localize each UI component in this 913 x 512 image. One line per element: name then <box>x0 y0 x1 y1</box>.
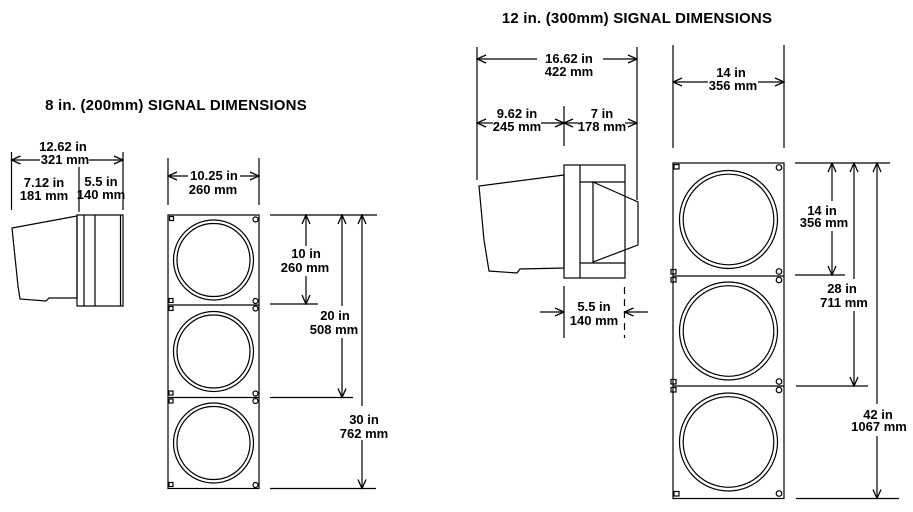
lens-inner <box>176 222 251 298</box>
lens-outer <box>678 281 779 381</box>
screw-slots-12in <box>670 163 783 497</box>
lens-inner <box>682 396 775 488</box>
dim-12in-body-mm: 140 mm <box>570 313 618 328</box>
screw-slot <box>775 276 783 284</box>
dim-12in-front-width: 14 in 356 mm <box>673 45 784 148</box>
dim-8in-three-sections-mm: 762 mm <box>340 426 388 441</box>
housing-outline <box>563 164 626 279</box>
dim-12in-overall-mm: 422 mm <box>545 64 593 79</box>
dim-8in-visor-in: 7.12 in <box>24 175 65 190</box>
dim-12in-door-in: 7 in <box>591 106 613 121</box>
dim-8in-visor-mm: 181 mm <box>20 188 68 203</box>
dim-8in-width-in: 10.25 in <box>190 168 238 183</box>
screw-slot <box>168 481 174 488</box>
screw-slot <box>252 481 259 489</box>
screw-slot <box>670 276 677 283</box>
dim-8in-front-width: 10.25 in 260 mm <box>168 158 259 205</box>
dim-8in-split-depths: 7.12 in 181 mm 5.5 in 140 mm <box>20 167 125 212</box>
screw-slot <box>775 268 783 275</box>
screw-slot <box>775 386 783 394</box>
front-view-8in <box>167 214 260 490</box>
screw-slot <box>775 490 783 497</box>
dim-12in-visor-mm: 245 mm <box>493 119 541 134</box>
screw-slot <box>670 378 677 385</box>
dim-8in-housing-mm: 140 mm <box>77 187 125 202</box>
lens-inner <box>176 314 251 389</box>
lens-inner <box>682 285 775 377</box>
front-view-12in <box>670 162 785 500</box>
dim-12in-body-depth: 5.5 in 140 mm <box>540 286 648 338</box>
dim-8in-housing-in: 5.5 in <box>84 174 117 189</box>
lens-inner <box>682 173 775 266</box>
screw-slot <box>252 297 259 305</box>
lens-outer <box>678 392 779 492</box>
lens-outer <box>172 219 255 301</box>
screw-slot <box>775 164 783 171</box>
title-12in: 12 in. (300mm) SIGNAL DIMENSIONS <box>502 10 772 27</box>
screw-slot <box>252 390 259 397</box>
lens-inner <box>176 405 251 481</box>
dim-8in-heights: 10 in 260 mm 20 in 508 mm 30 in 762 mm <box>270 215 388 489</box>
dim-12in-width-mm: 356 mm <box>709 78 757 93</box>
screw-slot <box>673 490 680 497</box>
dim-8in-overall-depth: 12.62 in 321 mm <box>12 139 124 210</box>
housing-outline <box>76 214 124 307</box>
screw-slot <box>168 215 175 222</box>
dim-8in-overall-in: 12.62 in <box>39 139 87 154</box>
dim-12in-width-in: 14 in <box>716 65 746 80</box>
visor-outline <box>11 215 78 302</box>
screw-slot <box>670 268 677 275</box>
dim-12in-two-sections-mm: 711 mm <box>820 295 868 310</box>
visor-outline <box>478 174 565 274</box>
screw-slot <box>670 386 677 393</box>
dim-12in-one-section-mm: 356 mm <box>800 215 848 230</box>
title-8in: 8 in. (200mm) SIGNAL DIMENSIONS <box>45 97 307 114</box>
dim-8in-one-section-in: 10 in <box>291 246 321 261</box>
signal-body-outline <box>167 214 260 490</box>
lens-outer <box>172 402 255 484</box>
screw-slot <box>168 390 174 396</box>
screw-slots-8in <box>168 215 259 489</box>
screw-slot <box>168 305 174 312</box>
dim-8in-two-sections-mm: 508 mm <box>310 322 358 337</box>
lens-outer <box>678 169 779 270</box>
dim-8in-overall-mm: 321 mm <box>41 152 89 167</box>
dim-12in-overall-in: 16.62 in <box>545 51 593 66</box>
dim-12in-three-sections-mm: 1067 mm <box>851 419 907 434</box>
diagram-8in: 8 in. (200mm) SIGNAL DIMENSIONS 12.62 in… <box>11 97 388 490</box>
lens-outer <box>172 310 255 393</box>
screw-slot <box>252 397 259 405</box>
screw-slot <box>168 297 174 304</box>
dim-8in-width-mm: 260 mm <box>189 182 237 197</box>
dim-12in-one-section-in: 14 in <box>807 203 837 218</box>
screw-slot <box>252 305 259 312</box>
dim-12in-body-in: 5.5 in <box>577 299 610 314</box>
dim-8in-one-section-mm: 260 mm <box>281 260 329 275</box>
dim-8in-three-sections-in: 30 in <box>349 412 379 427</box>
dim-12in-visor-in: 9.62 in <box>497 106 538 121</box>
dim-12in-door-mm: 178 mm <box>578 119 626 134</box>
screw-slot <box>775 378 783 385</box>
screw-slot <box>168 398 174 404</box>
dim-12in-split-depths: 9.62 in 245 mm 7 in 178 mm <box>477 106 637 146</box>
diagram-12in: 12 in. (300mm) SIGNAL DIMENSIONS 16.62 i… <box>477 10 907 499</box>
dim-12in-heights: 14 in 356 mm 28 in 711 mm 42 in 1067 mm <box>795 163 907 499</box>
dim-8in-two-sections-in: 20 in <box>320 308 350 323</box>
lens-cone-outline <box>592 181 639 263</box>
dim-12in-two-sections-in: 28 in <box>827 281 857 296</box>
screw-slot <box>673 163 680 170</box>
side-view-12in <box>478 164 639 279</box>
side-view-8in <box>11 214 124 307</box>
signal-body-outline <box>672 162 785 500</box>
screw-slot <box>252 216 259 223</box>
dim-12in-three-sections-in: 42 in <box>863 407 893 422</box>
